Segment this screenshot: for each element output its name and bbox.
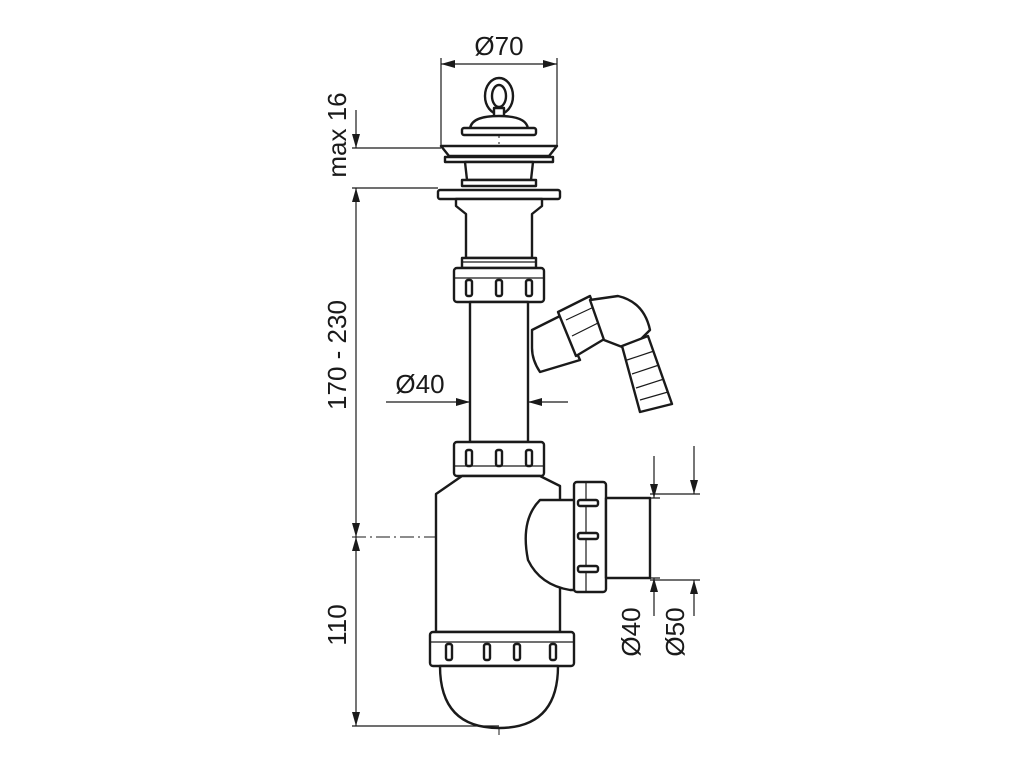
lower-union-nut: [452, 440, 546, 478]
dimension-adjust-height: 170 - 230: [322, 188, 360, 537]
top-strainer-flange: [439, 144, 559, 188]
bottle-trap-body: [434, 474, 652, 634]
top-diameter-label: Ø70: [474, 31, 523, 61]
vertical-pipe: [468, 300, 530, 444]
outlet-outer-diameter-label: Ø50: [660, 607, 690, 656]
stopper-plug: [460, 76, 538, 137]
flange-height-label: max 16: [322, 92, 352, 177]
outlet-inner-diameter-label: Ø40: [616, 607, 646, 656]
upper-union-nut: [452, 266, 546, 304]
dimension-outlet-outer: Ø50: [650, 446, 700, 657]
dimension-flange-height: max 16: [322, 92, 441, 202]
bottom-cup-nut: [428, 630, 576, 668]
adjust-height-label: 170 - 230: [322, 300, 352, 410]
dimension-outlet-inner: Ø40: [606, 456, 660, 657]
upper-tail-piece: [454, 197, 544, 270]
dimension-top-diameter: Ø70: [440, 31, 558, 146]
dimension-trap-depth: 110: [322, 537, 499, 727]
gasket: [436, 188, 562, 201]
side-hose-connector: [530, 294, 674, 414]
pipe-diameter-label: Ø40: [395, 369, 444, 399]
trap-depth-label: 110: [322, 604, 352, 645]
dimension-pipe-diameter: Ø40: [386, 369, 568, 406]
bottom-cup: [438, 664, 560, 730]
